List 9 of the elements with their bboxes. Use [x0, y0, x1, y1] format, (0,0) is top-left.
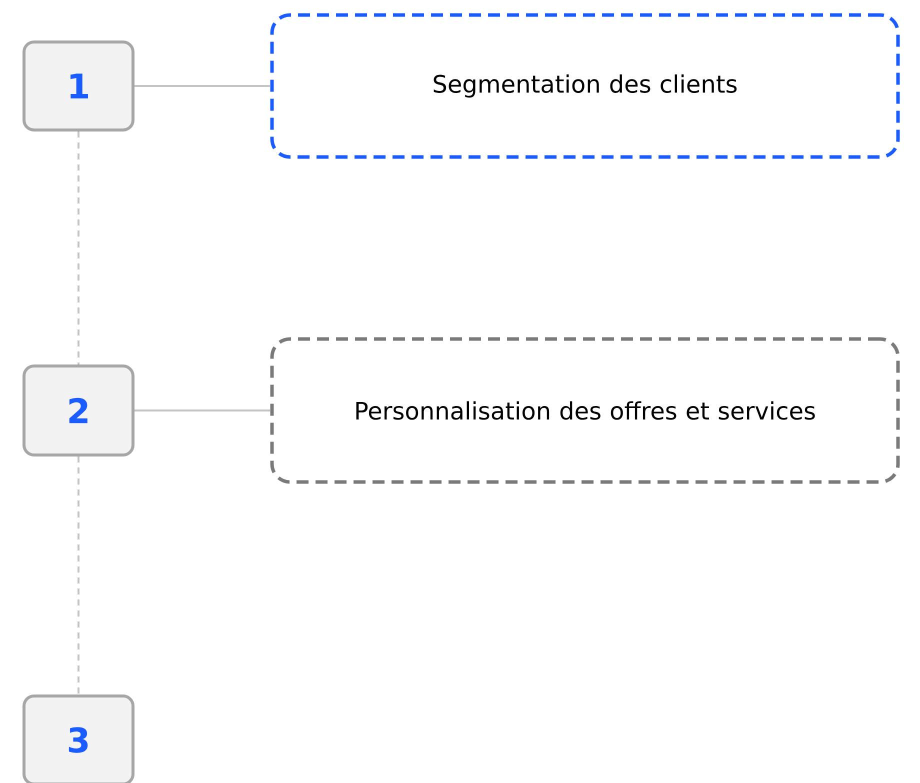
connector-line: [134, 85, 270, 87]
step-number-box: 3: [22, 694, 134, 783]
connector-line: [134, 410, 270, 412]
connector-line: [78, 132, 80, 364]
step-box: Personnalisation des offres et services: [270, 337, 900, 484]
connector-line: [78, 456, 80, 694]
step-number-box: 2: [22, 364, 134, 456]
step-box: Segmentation des clients: [270, 13, 900, 159]
step-number-box: 1: [22, 40, 134, 132]
